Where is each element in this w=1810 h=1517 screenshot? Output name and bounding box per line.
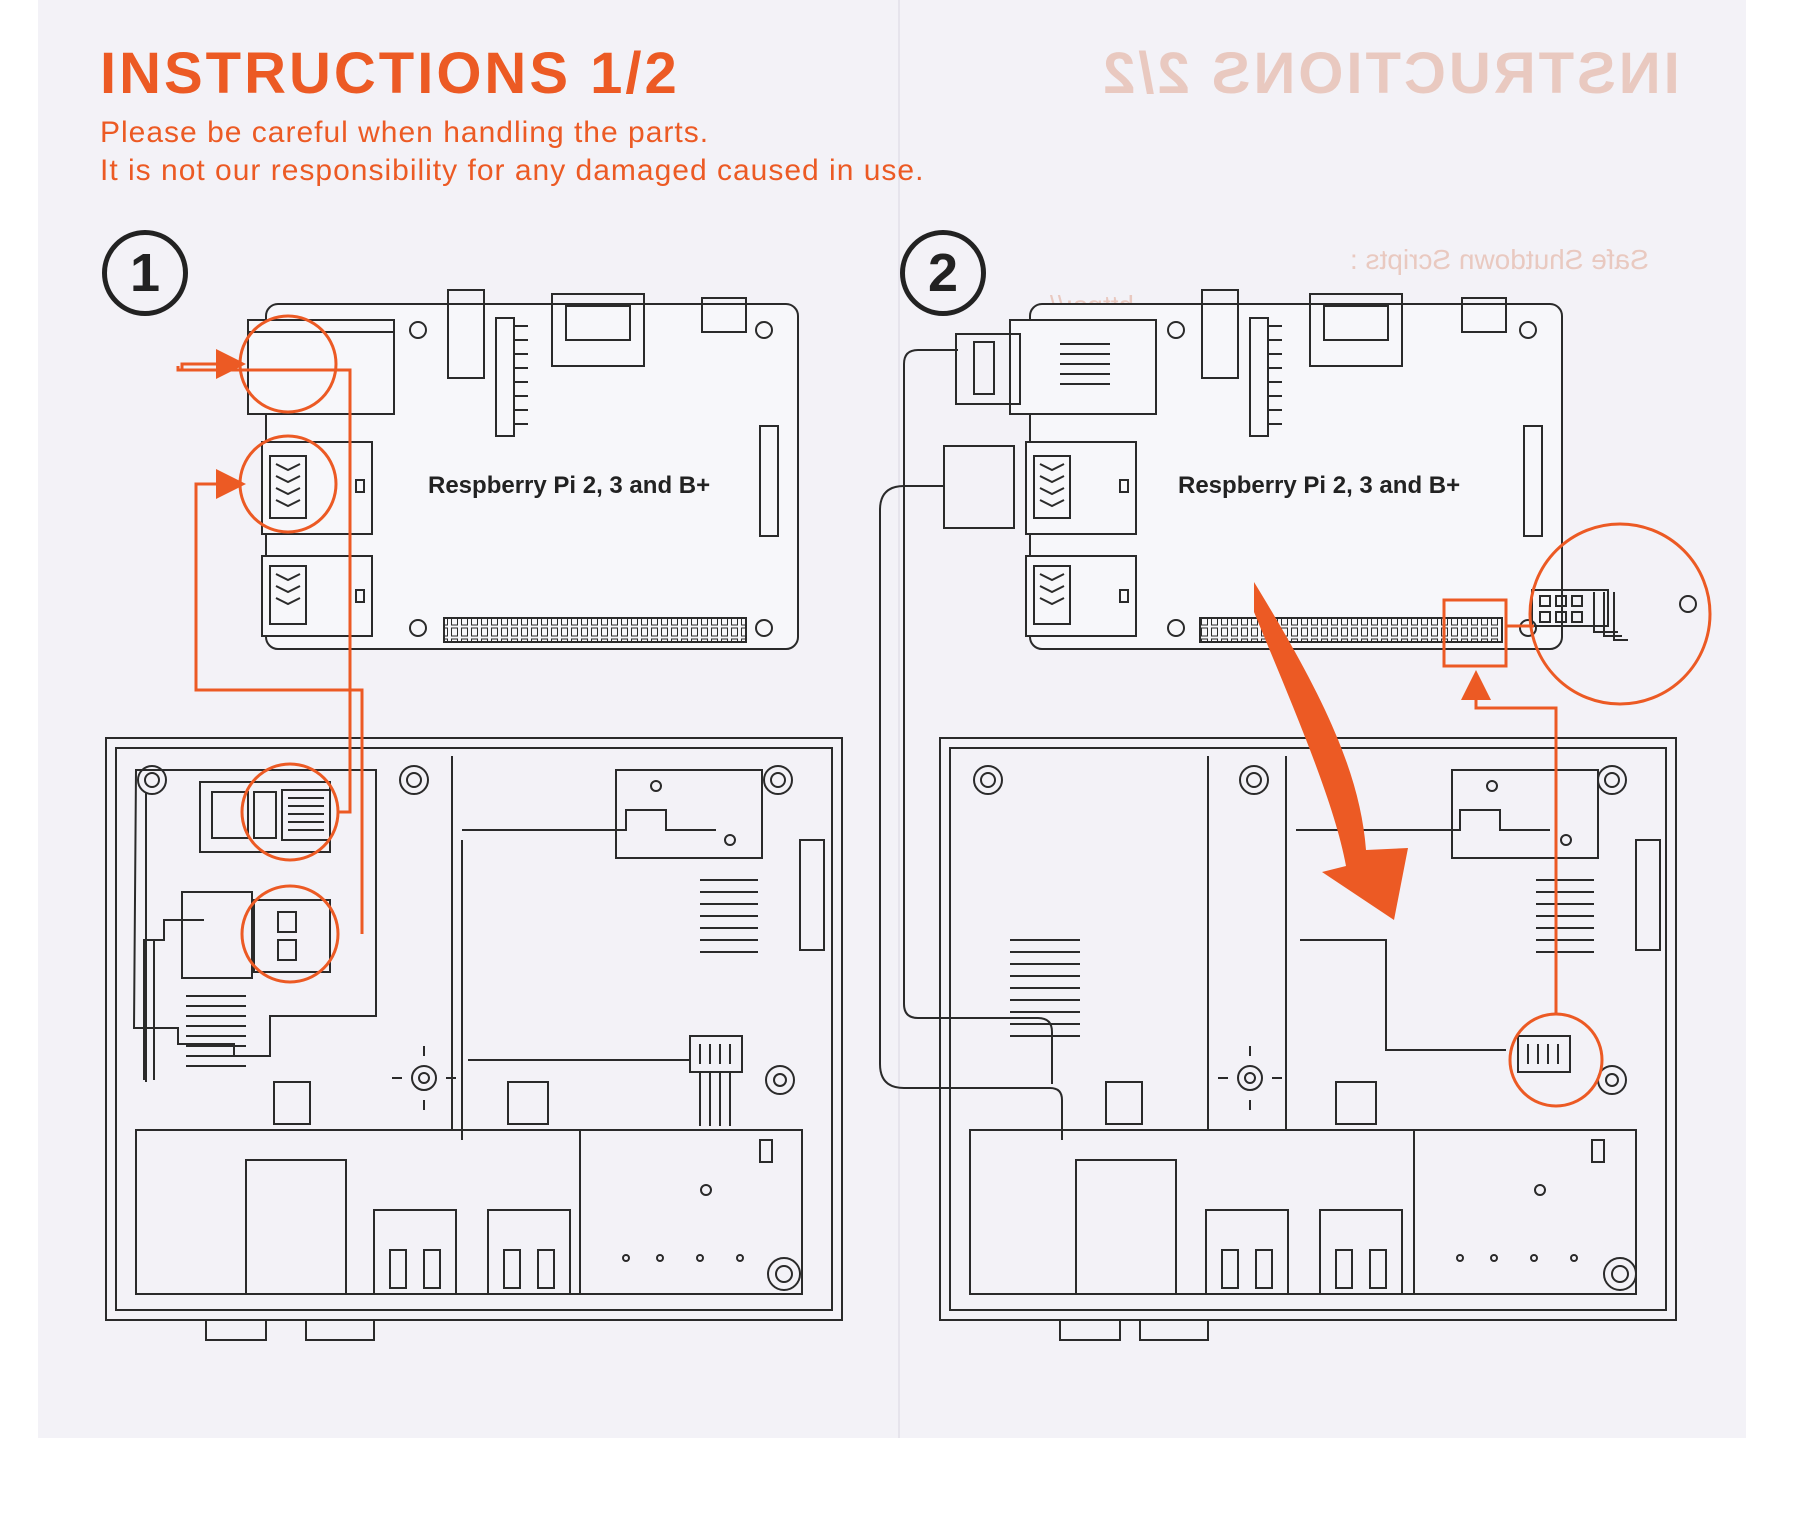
page-title: INSTRUCTIONS 1/2 (100, 41, 680, 106)
board-label-step-1: Respberry Pi 2, 3 and B+ (428, 472, 711, 499)
callout-case-ethernet (240, 762, 340, 862)
callout-case-switch (1508, 1012, 1604, 1108)
raspberry-pi-board-1 (247, 289, 799, 650)
step-1-diagram (105, 289, 843, 1341)
retro-case-body-1 (105, 737, 843, 1341)
gpio-connector-zoom (1531, 589, 1697, 641)
step-2-badge: 2 (900, 230, 986, 316)
fold-line (898, 0, 900, 1438)
case-usb-port-1b (487, 1209, 571, 1295)
callout-case-usb (240, 884, 340, 984)
callout-gpio-zoom (1528, 522, 1712, 706)
case-usb-port-1a (373, 1209, 457, 1295)
insert-arrow-icon (1254, 582, 1408, 920)
usb-port-stack-1b (261, 555, 373, 637)
retro-case-body-2 (939, 737, 1677, 1341)
step-2-diagram (879, 289, 1697, 1341)
caution-line-2: It is not our responsibility for any dam… (100, 154, 925, 187)
board-label-step-2: Respberry Pi 2, 3 and B+ (1178, 472, 1461, 499)
step-1-callouts (176, 314, 364, 984)
raspberry-pi-board-2 (943, 289, 1563, 650)
step-2-callouts (1442, 522, 1712, 1108)
usb-port-stack-1a (261, 441, 373, 535)
caution-line-1: Please be careful when handling the part… (100, 116, 710, 149)
instruction-sheet (38, 0, 1746, 1438)
step-1-badge: 1 (102, 230, 188, 316)
callout-gpio-pins (1442, 598, 1508, 668)
